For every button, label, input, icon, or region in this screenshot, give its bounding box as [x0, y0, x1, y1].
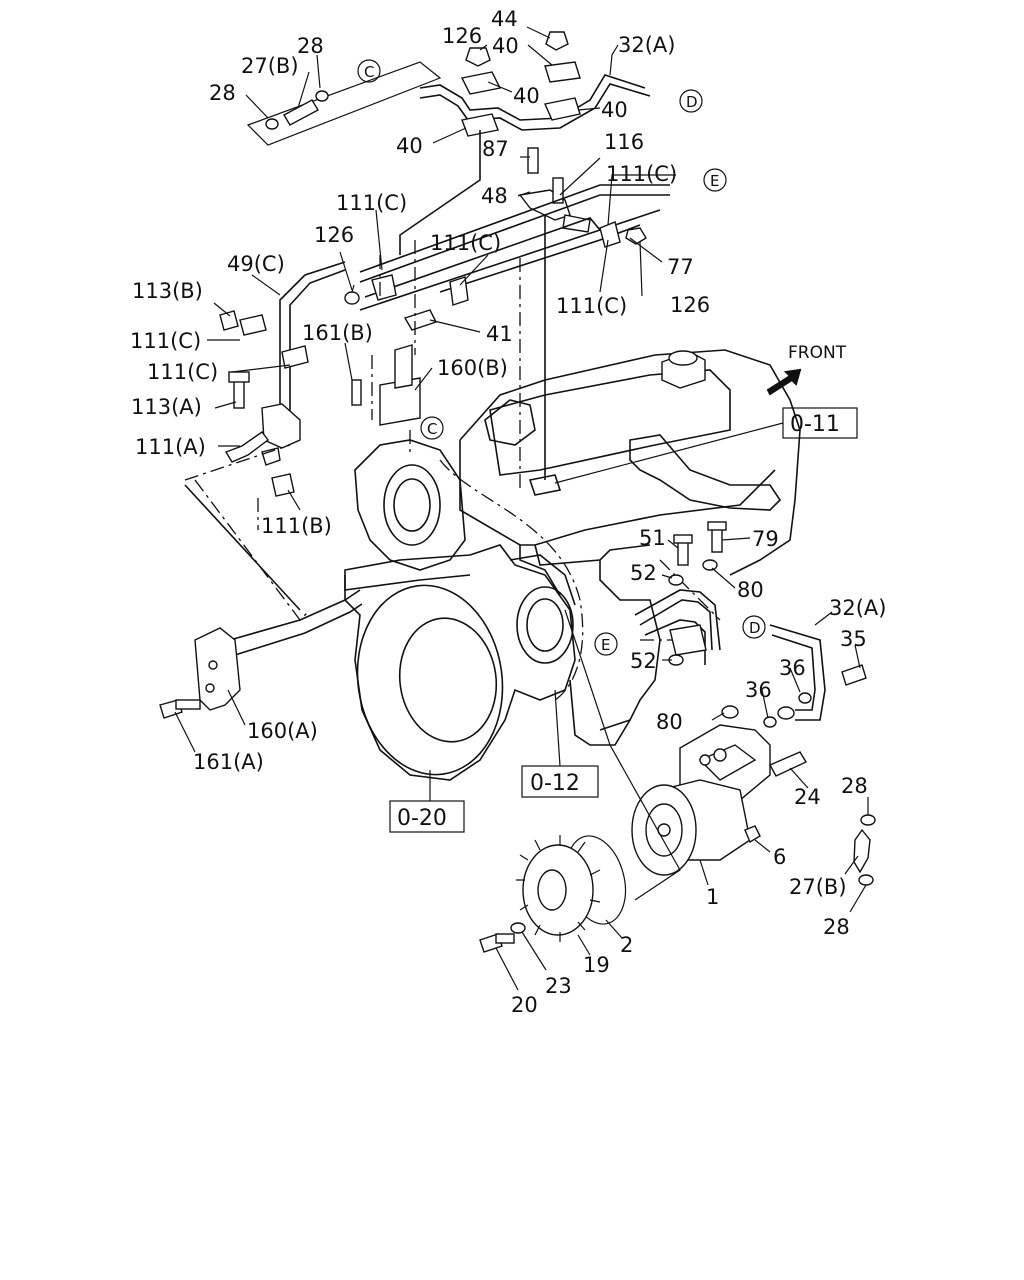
ref-box-0-11: 0-11 — [554, 407, 858, 484]
ref-box-0-20: 0-20 — [389, 770, 465, 833]
marker-c-mid: C — [420, 416, 444, 440]
label-79: 79 — [752, 527, 779, 551]
label-111c-left-1: 111(C) — [130, 329, 201, 353]
label-48: 48 — [481, 184, 508, 208]
label-52-top: 52 — [630, 561, 657, 585]
front-label: FRONT — [788, 343, 847, 363]
leader-lines — [174, 26, 869, 991]
label-27b-top: 27(B) — [241, 54, 299, 78]
label-41: 41 — [486, 322, 513, 346]
engine-block-drawing — [344, 190, 801, 781]
label-111c-right-top: 111(C) — [606, 162, 677, 186]
label-111b: 111(B) — [261, 514, 332, 538]
label-160a: 160(A) — [247, 719, 318, 743]
label-126-mid: 126 — [314, 223, 354, 247]
label-161b: 161(B) — [302, 321, 373, 345]
label-24: 24 — [794, 785, 821, 809]
label-28-left: 28 — [209, 81, 236, 105]
marker-c-top-label: C — [364, 63, 374, 81]
label-111c-center: 111(C) — [430, 231, 501, 255]
ref-box-0-11-label: 0-11 — [790, 412, 840, 437]
label-80-top: 80 — [737, 578, 764, 602]
part-labels: 44 126 40 32(A) 28 27(B) 28 40 40 40 116… — [130, 7, 886, 1017]
label-113b: 113(B) — [132, 279, 203, 303]
marker-d-top: D — [679, 89, 703, 113]
label-111c-left-2: 111(C) — [147, 360, 218, 384]
ref-box-0-12: 0-12 — [521, 689, 599, 798]
label-28-top: 28 — [297, 34, 324, 58]
label-19: 19 — [583, 953, 610, 977]
marker-d-mid-label: D — [749, 619, 761, 637]
label-28-right-bottom: 28 — [823, 915, 850, 939]
label-40-mid: 40 — [513, 84, 540, 108]
label-160b: 160(B) — [437, 356, 508, 380]
label-49c: 49(C) — [227, 252, 285, 276]
label-87: 87 — [482, 137, 509, 161]
label-44: 44 — [491, 7, 518, 31]
label-2: 2 — [620, 933, 633, 957]
label-23: 23 — [545, 974, 572, 998]
ref-box-0-12-label: 0-12 — [530, 771, 580, 796]
marker-e-top: E — [703, 168, 727, 192]
label-113a: 113(A) — [131, 395, 202, 419]
label-20: 20 — [511, 993, 538, 1017]
marker-d-top-label: D — [686, 93, 698, 111]
label-40-right: 40 — [601, 98, 628, 122]
label-161a: 161(A) — [193, 750, 264, 774]
air-pipe-assembly-top — [184, 31, 721, 641]
label-111a: 111(A) — [135, 435, 206, 459]
label-32a-top: 32(A) — [618, 33, 675, 57]
label-111c-mid-top: 111(C) — [336, 191, 407, 215]
label-116: 116 — [604, 130, 644, 154]
marker-e-mid-label: E — [601, 636, 610, 654]
label-1: 1 — [706, 885, 719, 909]
label-126-top: 126 — [442, 24, 482, 48]
marker-c-top: C — [357, 59, 381, 83]
label-111c-lower-right: 111(C) — [556, 294, 627, 318]
label-28-right-top: 28 — [841, 774, 868, 798]
compressor-and-gear-drawing — [159, 484, 876, 953]
marker-e-top-label: E — [710, 172, 719, 190]
label-36-right: 36 — [779, 656, 806, 680]
label-80-lower: 80 — [656, 710, 683, 734]
marker-d-mid: D — [742, 615, 766, 639]
label-32a-mid: 32(A) — [829, 596, 886, 620]
marker-e-mid: E — [594, 632, 618, 656]
label-40-top: 40 — [492, 34, 519, 58]
front-arrow-icon — [766, 368, 802, 396]
label-40-left: 40 — [396, 134, 423, 158]
label-126-right: 126 — [670, 293, 710, 317]
label-36-left: 36 — [745, 678, 772, 702]
label-51: 51 — [639, 526, 666, 550]
marker-c-mid-label: C — [427, 420, 437, 438]
label-77: 77 — [667, 255, 694, 279]
label-6: 6 — [773, 845, 786, 869]
ref-box-0-20-label: 0-20 — [397, 806, 447, 831]
label-35: 35 — [840, 627, 867, 651]
label-52-lower: 52 — [630, 649, 657, 673]
label-27b-right: 27(B) — [789, 875, 847, 899]
